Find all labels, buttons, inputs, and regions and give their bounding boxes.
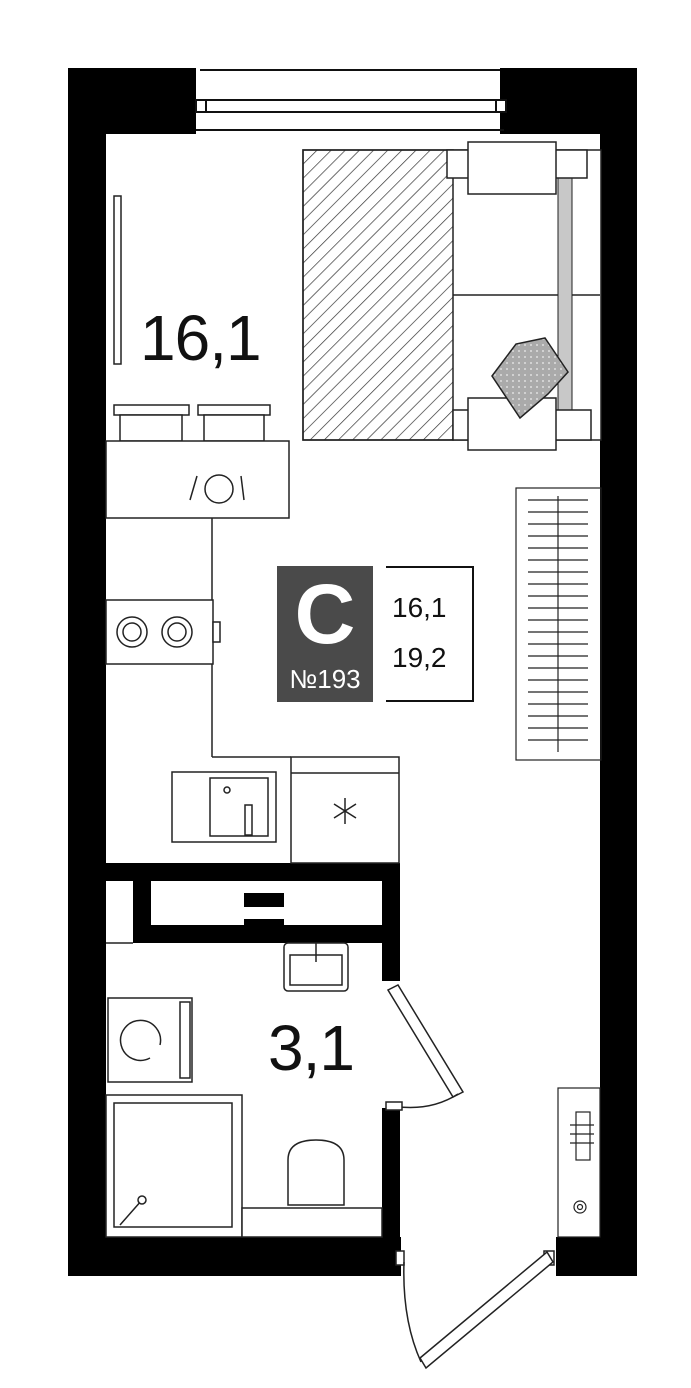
shower-tray — [105, 1094, 243, 1238]
wall-mirror — [113, 195, 122, 365]
shaft — [151, 881, 244, 925]
electrical-panel — [557, 1087, 601, 1238]
radiator — [515, 487, 602, 761]
kitchen-sink — [171, 771, 277, 843]
shaft — [284, 881, 382, 925]
apartment-type-letter: С — [294, 567, 356, 661]
fridge — [290, 756, 400, 864]
living-area-value: 16,1 — [392, 592, 447, 623]
washing-machine — [107, 997, 193, 1083]
bathroom-sink — [283, 942, 349, 992]
area-summary: 16,1 19,2 — [386, 566, 474, 702]
total-area-value: 19,2 — [392, 642, 447, 673]
entrance-door[interactable] — [395, 1250, 555, 1370]
apartment-badge: С №193 — [277, 566, 373, 702]
bathroom-door[interactable] — [385, 984, 465, 1111]
exterior-walls — [68, 68, 637, 1276]
cooktop — [105, 599, 221, 665]
apartment-number: №193 — [289, 664, 361, 694]
window — [195, 69, 507, 131]
bathroom-area-label: 3,1 — [268, 1012, 355, 1084]
living-room-area-label: 16,1 — [140, 302, 262, 374]
toilet — [241, 1139, 383, 1238]
bed — [302, 141, 602, 451]
bathroom-walls — [106, 863, 400, 1248]
dining-table — [105, 404, 290, 519]
